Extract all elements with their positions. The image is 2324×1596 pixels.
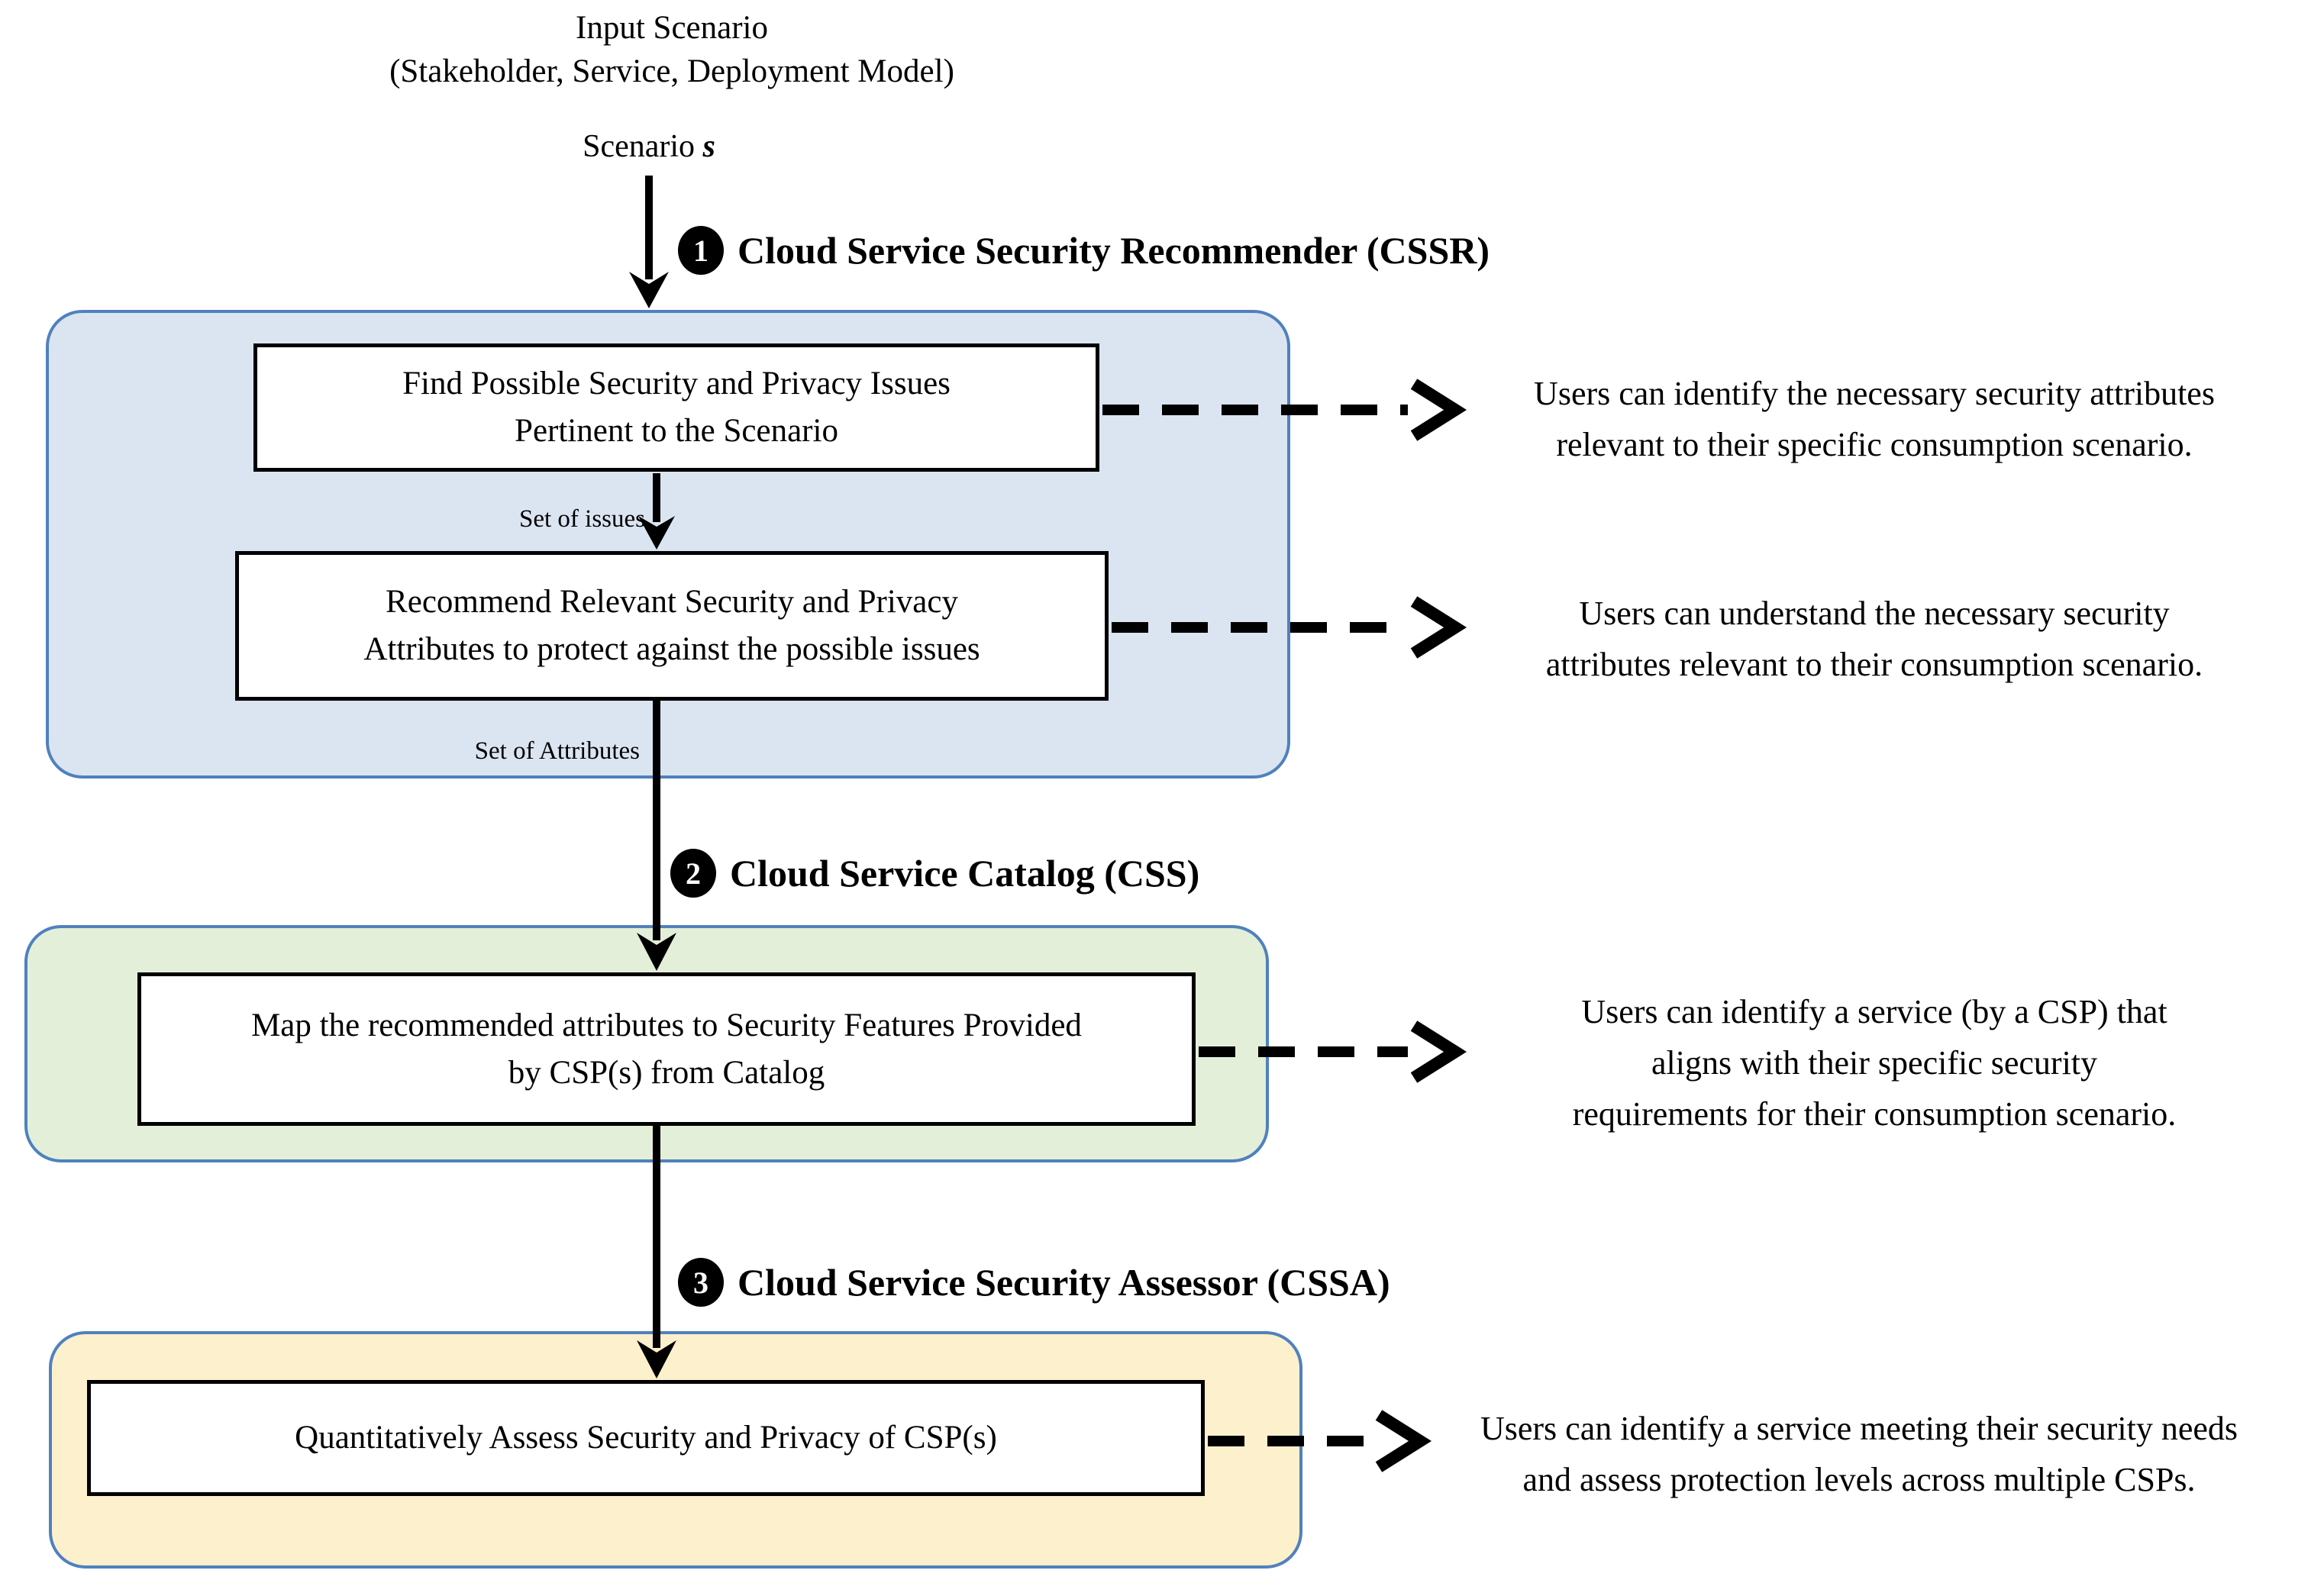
scenario-prefix: Scenario	[583, 129, 703, 164]
note3-line3: requirements for their consumption scena…	[1572, 1095, 2177, 1133]
vertical-arrows	[645, 176, 660, 1348]
note-identify-attributes: Users can identify the necessary securit…	[1435, 368, 2313, 470]
set-of-attributes-label: Set of Attributes	[474, 737, 640, 765]
note1-line1: Users can identify the necessary securit…	[1534, 375, 2215, 412]
section3-title: Cloud Service Security Assessor (CSSA)	[738, 1261, 1390, 1304]
recommend-attributes-box: Recommend Relevant Security and Privacy …	[235, 551, 1109, 701]
chevron-note2	[1410, 596, 1467, 659]
dashed-arrowheads	[1375, 379, 1467, 1472]
section3-number-badge: 3	[678, 1258, 724, 1307]
vertical-arrowheads	[629, 272, 676, 1378]
note1-line2: relevant to their specific consumption s…	[1556, 426, 2193, 463]
dashed-arrows	[1102, 405, 1408, 1446]
note-identify-service: Users can identify a service (by a CSP) …	[1435, 986, 2313, 1140]
note3-line1: Users can identify a service (by a CSP) …	[1581, 993, 2167, 1030]
note2-line2: attributes relevant to their consumption…	[1545, 646, 2203, 683]
section1-header: 1 Cloud Service Security Recommender (CS…	[678, 226, 1490, 275]
map-attributes-line1: Map the recommended attributes to Securi…	[251, 1007, 1082, 1043]
scenario-s-label: Scenario s	[489, 128, 809, 165]
arrowhead-box2	[638, 516, 675, 550]
recommend-attributes-line1: Recommend Relevant Security and Privacy	[386, 584, 958, 620]
chevron-note1	[1410, 379, 1467, 441]
set-of-issues-label: Set of issues	[519, 505, 645, 533]
assess-security-line1: Quantitatively Assess Security and Priva…	[295, 1420, 997, 1456]
section1-title: Cloud Service Security Recommender (CSSR…	[738, 229, 1490, 272]
note4-line2: and assess protection levels across mult…	[1522, 1461, 2196, 1498]
input-scenario-subtitle: (Stakeholder, Service, Deployment Model)	[389, 53, 954, 89]
input-scenario-label: Input Scenario (Stakeholder, Service, De…	[183, 6, 1160, 93]
find-issues-line2: Pertinent to the Scenario	[515, 413, 838, 449]
section2-header: 2 Cloud Service Catalog (CSS)	[670, 849, 1199, 898]
note3-line2: aligns with their specific security	[1651, 1044, 2098, 1082]
arrowhead-input	[629, 272, 669, 308]
chevron-note3	[1410, 1020, 1467, 1083]
arrowhead-catalog	[637, 933, 676, 971]
note2-line1: Users can understand the necessary secur…	[1579, 595, 2170, 632]
scenario-variable: s	[702, 129, 715, 164]
input-scenario-title: Input Scenario	[576, 10, 768, 46]
map-attributes-line2: by CSP(s) from Catalog	[508, 1054, 825, 1091]
arrowhead-cssa	[637, 1340, 676, 1378]
recommend-attributes-line2: Attributes to protect against the possib…	[363, 631, 980, 667]
section2-number-badge: 2	[670, 849, 716, 898]
section3-header: 3 Cloud Service Security Assessor (CSSA)	[678, 1258, 1390, 1307]
map-attributes-box: Map the recommended attributes to Securi…	[137, 972, 1196, 1126]
section1-number-badge: 1	[678, 226, 724, 275]
note4-line1: Users can identify a service meeting the…	[1480, 1410, 2238, 1447]
section2-title: Cloud Service Catalog (CSS)	[730, 852, 1200, 895]
note-understand-attributes: Users can understand the necessary secur…	[1435, 588, 2313, 690]
chevron-note4	[1375, 1410, 1432, 1472]
find-issues-box: Find Possible Security and Privacy Issue…	[253, 343, 1099, 472]
find-issues-line1: Find Possible Security and Privacy Issue…	[402, 366, 951, 401]
assess-security-box: Quantitatively Assess Security and Priva…	[87, 1380, 1205, 1496]
note-assess-protection: Users can identify a service meeting the…	[1396, 1403, 2322, 1505]
